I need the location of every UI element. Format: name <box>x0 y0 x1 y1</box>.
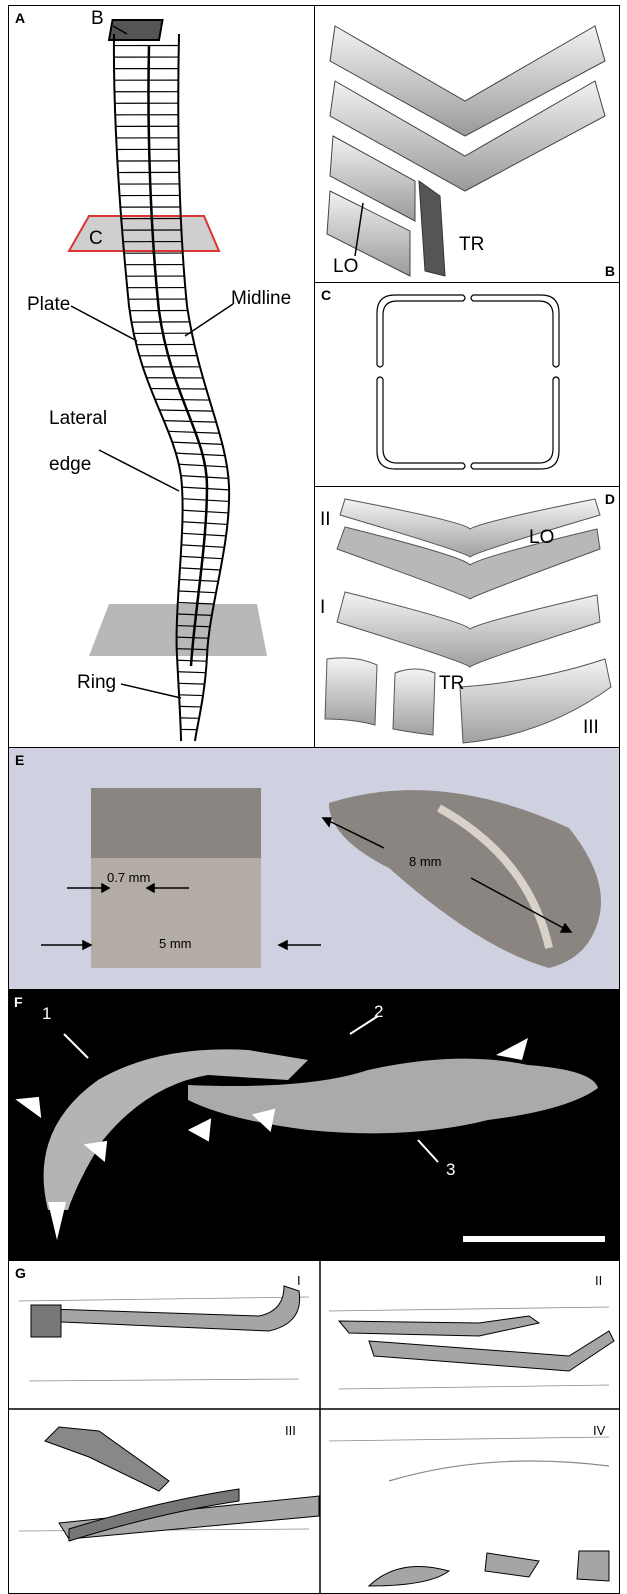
label-edge: edge <box>49 454 91 476</box>
label-plate: Plate <box>27 294 70 316</box>
label-d-i: I <box>320 597 325 619</box>
label-d-iii: III <box>583 717 599 739</box>
label-lo: LO <box>333 256 358 278</box>
panel-b-letter: B <box>605 263 615 279</box>
label-tr: TR <box>459 234 484 256</box>
cross-section-diagram <box>315 283 620 487</box>
label-g-i: I <box>297 1273 301 1288</box>
label-e-small: 0.7 mm <box>107 870 150 885</box>
panel-d: D II I III LO TR <box>314 486 620 748</box>
panel-g: G I II III IV <box>8 1260 620 1594</box>
tube-ring <box>180 706 201 707</box>
label-d-lo: LO <box>529 527 554 549</box>
tube-ring <box>172 442 222 444</box>
label-f-2: 2 <box>374 1002 383 1022</box>
label-g-iv: IV <box>593 1423 605 1438</box>
label-e-length: 8 mm <box>409 854 442 869</box>
tube-ring <box>181 476 229 479</box>
panel-e: E 0.7 mm 5 mm 8 mm <box>8 747 620 990</box>
tube-ring <box>164 421 216 423</box>
tube-ring <box>178 672 206 673</box>
label-midline: Midline <box>231 288 291 310</box>
tube-ring <box>179 695 203 696</box>
tube-ring <box>177 660 206 661</box>
label-c: C <box>89 228 103 250</box>
micro-ct-renderings <box>9 748 620 990</box>
tube-ring <box>178 683 204 684</box>
label-g-iii: III <box>285 1423 296 1438</box>
tube-ring <box>178 591 216 593</box>
label-b: B <box>91 8 104 30</box>
tube-ring <box>176 453 225 456</box>
label-lateral: Lateral <box>49 408 107 430</box>
label-ring: Ring <box>77 672 116 694</box>
tube-ring <box>182 487 229 490</box>
ct-scan-fossil <box>8 990 620 1260</box>
plate-components-illustration <box>315 487 620 748</box>
label-e-width: 5 mm <box>159 936 192 951</box>
tube-ring <box>159 410 213 411</box>
taphonomy-scenes <box>9 1261 620 1594</box>
tube-worm-illustration <box>9 6 315 748</box>
panel-f: F 1 2 3 <box>8 990 620 1260</box>
label-g-ii: II <box>595 1273 602 1288</box>
label-f-1: 1 <box>42 1004 51 1024</box>
panel-c: C <box>314 282 620 487</box>
panel-a: A B C Plate Midline Lateral edge Ring <box>8 5 315 748</box>
tube-ring <box>178 602 214 604</box>
tube-ring <box>155 399 210 400</box>
panel-b: LO TR B <box>314 5 620 283</box>
tube-ring <box>179 464 227 467</box>
label-f-3: 3 <box>446 1160 455 1180</box>
label-d-tr: TR <box>439 673 464 695</box>
label-d-ii: II <box>320 509 331 531</box>
